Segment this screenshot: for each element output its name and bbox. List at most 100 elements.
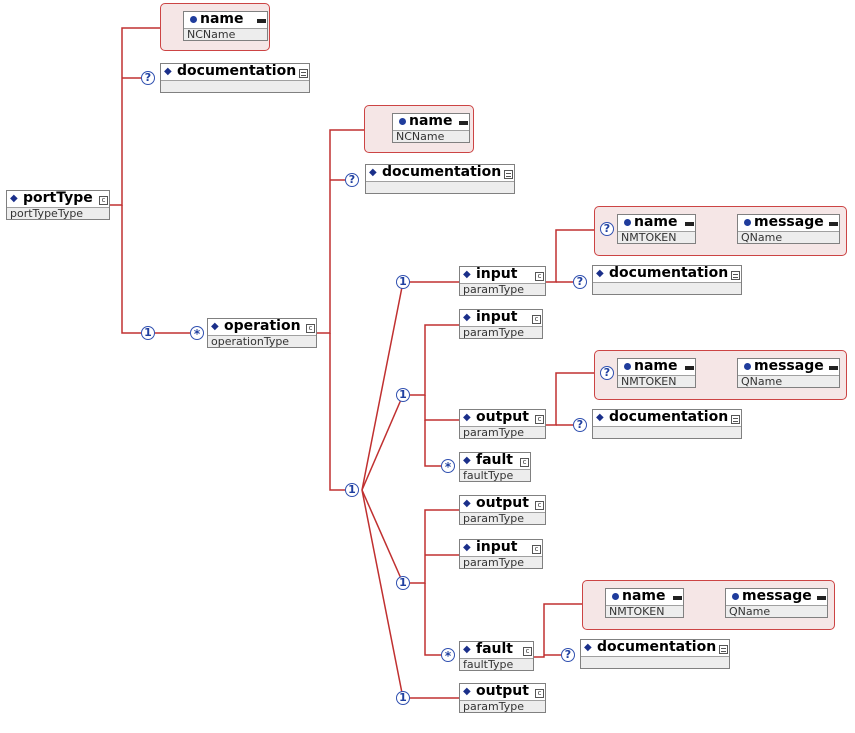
operation-type-label: operationType — [211, 335, 290, 348]
output-documentation-element[interactable]: ◆ documentation — [592, 409, 742, 439]
operation-element[interactable]: ◆ operation c operationType — [207, 318, 317, 348]
sequence-one-icon: 1 — [396, 388, 410, 402]
input-element[interactable]: ◆ input c paramType — [459, 539, 543, 569]
collapse-icon[interactable] — [685, 366, 694, 370]
qname-label: QName — [741, 231, 783, 244]
element-diamond-icon: ◆ — [463, 312, 471, 323]
attribute-dot-icon — [190, 16, 197, 23]
complex-type-icon: c — [535, 272, 544, 281]
fault-name-attribute[interactable]: name NMTOKEN — [605, 588, 684, 618]
nmtoken-label: NMTOKEN — [621, 375, 677, 388]
fault-documentation-element[interactable]: ◆ documentation — [580, 639, 730, 669]
collapse-icon[interactable] — [459, 121, 468, 125]
paramtype-label: paramType — [463, 556, 524, 569]
sequence-one-icon: 1 — [396, 691, 410, 705]
input-message-attribute[interactable]: message QName — [737, 214, 840, 244]
complex-type-icon: c — [535, 689, 544, 698]
paramtype-label: paramType — [463, 326, 524, 339]
element-diamond-icon: ◆ — [463, 455, 471, 466]
paramtype-label: paramType — [463, 426, 524, 439]
complex-type-icon: c — [535, 415, 544, 424]
output-name-attribute[interactable]: name NMTOKEN — [617, 358, 696, 388]
input-label: input — [476, 539, 518, 555]
complex-type-icon: c — [532, 315, 541, 324]
attribute-dot-icon — [612, 593, 619, 600]
documentation-icon — [504, 170, 513, 179]
collapse-icon[interactable] — [829, 222, 838, 226]
complex-type-icon: c — [532, 545, 541, 554]
optional-icon: ? — [345, 173, 359, 187]
fault-element[interactable]: ◆ fault c faultType — [459, 641, 534, 671]
fault-element[interactable]: ◆ fault c faultType — [459, 452, 531, 482]
output-message-attribute[interactable]: message QName — [737, 358, 840, 388]
optional-icon: ? — [573, 418, 587, 432]
element-diamond-icon: ◆ — [369, 167, 377, 178]
collapse-icon[interactable] — [685, 222, 694, 226]
input-documentation-element[interactable]: ◆ documentation — [592, 265, 742, 295]
optional-icon: ? — [573, 275, 587, 289]
documentation-icon — [731, 415, 740, 424]
fault-label: fault — [476, 452, 513, 468]
output-element[interactable]: ◆ output c paramType — [459, 495, 546, 525]
output-label: output — [476, 495, 529, 511]
element-diamond-icon: ◆ — [584, 642, 592, 653]
optional-icon: ? — [600, 366, 614, 380]
complex-type-icon: c — [520, 458, 529, 467]
paramtype-label: paramType — [463, 512, 524, 525]
name-label: name — [634, 358, 678, 374]
element-diamond-icon: ◆ — [596, 412, 604, 423]
optional-icon: ? — [141, 71, 155, 85]
paramtype-label: paramType — [463, 700, 524, 713]
collapse-icon[interactable] — [257, 19, 266, 23]
name-label: name — [622, 588, 666, 604]
nmtoken-label: NMTOKEN — [609, 605, 665, 618]
documentation-label: documentation — [609, 409, 729, 425]
unbounded-icon: * — [190, 326, 204, 341]
ncname-label: NCName — [187, 28, 236, 41]
attribute-dot-icon — [732, 593, 739, 600]
complex-type-icon: c — [306, 324, 315, 333]
element-diamond-icon: ◆ — [211, 321, 219, 332]
faulttype-label: faultType — [463, 658, 514, 671]
complex-type-icon: c — [99, 196, 108, 205]
element-diamond-icon: ◆ — [10, 193, 18, 204]
operation-name-attribute[interactable]: name NCName — [392, 113, 470, 143]
output-element[interactable]: ◆ output c paramType — [459, 683, 546, 713]
attribute-dot-icon — [624, 363, 631, 370]
element-diamond-icon: ◆ — [463, 269, 471, 280]
input-label: input — [476, 309, 518, 325]
operation-label: operation — [224, 318, 301, 334]
collapse-icon[interactable] — [829, 366, 838, 370]
porttype-element[interactable]: ◆ portType c portTypeType — [6, 190, 110, 220]
documentation-label: documentation — [597, 639, 717, 655]
attribute-dot-icon — [744, 363, 751, 370]
message-label: message — [754, 214, 824, 230]
collapse-icon[interactable] — [673, 596, 682, 600]
porttype-name-attribute[interactable]: name NCName — [183, 11, 268, 41]
fault-message-attribute[interactable]: message QName — [725, 588, 828, 618]
output-element[interactable]: ◆ output c paramType — [459, 409, 546, 439]
faulttype-label: faultType — [463, 469, 514, 482]
input-name-attribute[interactable]: name NMTOKEN — [617, 214, 696, 244]
optional-icon: ? — [561, 648, 575, 662]
message-label: message — [742, 588, 812, 604]
input-element[interactable]: ◆ input c paramType — [459, 266, 546, 296]
element-diamond-icon: ◆ — [164, 66, 172, 77]
name-label: name — [409, 113, 453, 129]
choice-icon: 1 — [345, 483, 359, 497]
input-element[interactable]: ◆ input c paramType — [459, 309, 543, 339]
ncname-label: NCName — [396, 130, 445, 143]
nmtoken-label: NMTOKEN — [621, 231, 677, 244]
porttype-documentation-element[interactable]: ◆ documentation — [160, 63, 310, 93]
name-label: name — [200, 11, 244, 27]
collapse-icon[interactable] — [817, 596, 826, 600]
sequence-one-icon: 1 — [396, 275, 410, 289]
documentation-label: documentation — [382, 164, 502, 180]
attribute-dot-icon — [624, 219, 631, 226]
output-label: output — [476, 409, 529, 425]
sequence-one-icon: 1 — [396, 576, 410, 590]
operation-documentation-element[interactable]: ◆ documentation — [365, 164, 515, 194]
qname-label: QName — [741, 375, 783, 388]
attribute-dot-icon — [744, 219, 751, 226]
